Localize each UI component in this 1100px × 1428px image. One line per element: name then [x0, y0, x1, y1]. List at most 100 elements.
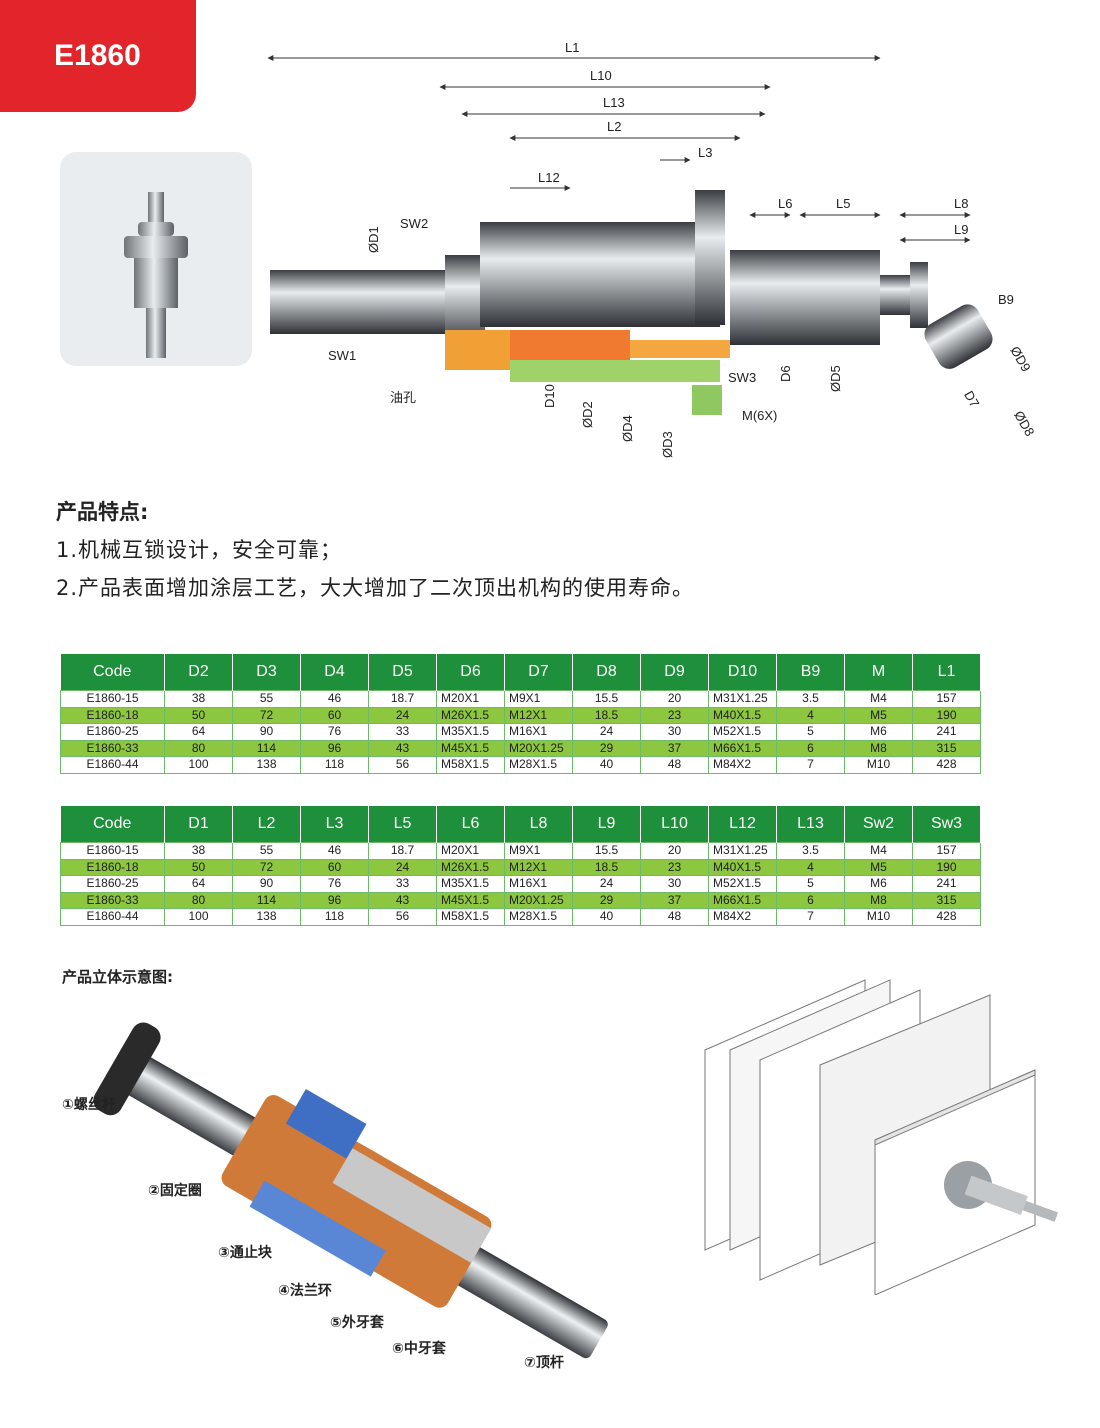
table-cell: 20 [640, 690, 709, 708]
dim-sw2: SW2 [400, 216, 428, 231]
oil-hole-label: 油孔 [390, 390, 416, 405]
table-cell: M31X1.25 [708, 842, 777, 860]
table-cell: 18.7 [368, 690, 437, 708]
dim-l12: L12 [538, 170, 560, 185]
table-cell: M84X2 [708, 756, 777, 774]
table-cell: 23 [640, 858, 709, 876]
table-cell: 118 [300, 756, 369, 774]
spec-table-2: Code D1 L2 L3 L5 L6 L8 L9 L10 L12 L13 Sw… [60, 806, 981, 926]
part-label: ⑦顶杆 [524, 1355, 564, 1371]
table-cell: 15.5 [572, 690, 641, 708]
table-cell: 50 [164, 706, 233, 724]
table-cell: 7 [776, 756, 845, 774]
table-cell: 46 [300, 842, 369, 860]
table-cell: 64 [164, 723, 233, 741]
table-cell: 40 [572, 756, 641, 774]
table-cell: 43 [368, 739, 437, 757]
product-features: 产品特点: 1.机械互锁设计，安全可靠； 2.产品表面增加涂层工艺，大大增加了二… [56, 496, 694, 610]
table-cell: M20X1 [436, 842, 505, 860]
table-cell: 5 [776, 875, 845, 893]
table-cell: 7 [776, 908, 845, 926]
table-cell: 43 [368, 891, 437, 909]
table-cell: 40 [572, 908, 641, 926]
dim-l9: L9 [954, 222, 968, 237]
table-cell: M52X1.5 [708, 875, 777, 893]
col-header: D5 [368, 654, 437, 691]
col-header: L6 [436, 806, 505, 843]
table-cell: 6 [776, 891, 845, 909]
table-cell: M8 [844, 891, 913, 909]
table-cell: 3.5 [776, 690, 845, 708]
table-cell: 138 [232, 756, 301, 774]
table-cell: 56 [368, 756, 437, 774]
table-cell: M58X1.5 [436, 756, 505, 774]
table-cell: M20X1.25 [504, 891, 573, 909]
part-label: ①螺丝杆 [62, 1097, 116, 1113]
table-cell: 76 [300, 875, 369, 893]
table-cell: 64 [164, 875, 233, 893]
table-cell: 24 [572, 875, 641, 893]
table-cell: M35X1.5 [436, 875, 505, 893]
table-cell: 37 [640, 891, 709, 909]
table-cell: M28X1.5 [504, 908, 573, 926]
table-cell: 241 [912, 723, 981, 741]
table-cell: M8 [844, 739, 913, 757]
table-cell: M40X1.5 [708, 706, 777, 724]
table-cell: M9X1 [504, 842, 573, 860]
feature-item: 1.机械互锁设计，安全可靠； [56, 538, 343, 562]
table-cell: 96 [300, 739, 369, 757]
dim-sw1: SW1 [328, 348, 356, 363]
col-header: D9 [640, 654, 709, 691]
features-title: 产品特点: [56, 500, 149, 524]
dim-d7: D7 [961, 388, 982, 410]
col-header: L10 [640, 806, 709, 843]
table-cell: 29 [572, 891, 641, 909]
thread-m6x: M(6X) [742, 408, 777, 423]
row-code-cell: E1860-33 [60, 739, 165, 757]
dim-d3: ØD3 [660, 431, 675, 458]
table-cell: 18.7 [368, 842, 437, 860]
table-cell: M5 [844, 706, 913, 724]
table-cell: 60 [300, 858, 369, 876]
table-cell: M35X1.5 [436, 723, 505, 741]
table-cell: 6 [776, 739, 845, 757]
table-cell: M40X1.5 [708, 858, 777, 876]
table-cell: 5 [776, 723, 845, 741]
table-cell: 23 [640, 706, 709, 724]
table-cell: 37 [640, 739, 709, 757]
table-cell: 24 [572, 723, 641, 741]
col-header: Code [60, 806, 165, 843]
table-cell: 241 [912, 875, 981, 893]
table-cell: M12X1 [504, 858, 573, 876]
table-cell: 4 [776, 706, 845, 724]
col-header: D1 [164, 806, 233, 843]
table-cell: 4 [776, 858, 845, 876]
table-cell: 15.5 [572, 842, 641, 860]
table-cell: 56 [368, 908, 437, 926]
table-cell: M28X1.5 [504, 756, 573, 774]
col-header: B9 [776, 654, 845, 691]
col-header: D4 [300, 654, 369, 691]
dim-d2: ØD2 [580, 401, 595, 428]
table-cell: 428 [912, 756, 981, 774]
table-cell: M84X2 [708, 908, 777, 926]
table-cell: 48 [640, 756, 709, 774]
table-cell: M20X1 [436, 690, 505, 708]
spec-table-1: Code D2 D3 D4 D5 D6 D7 D8 D9 D10 B9 M L1… [60, 654, 981, 774]
assembly-illustration [93, 1022, 608, 1359]
table-cell: 76 [300, 723, 369, 741]
dim-l2: L2 [607, 119, 621, 134]
table-cell: 138 [232, 908, 301, 926]
table-cell: M26X1.5 [436, 706, 505, 724]
table-cell: 100 [164, 908, 233, 926]
col-header: D8 [572, 654, 641, 691]
product-code-tab: E1860 [0, 0, 196, 112]
dim-d10: D10 [542, 384, 557, 408]
table-cell: M12X1 [504, 706, 573, 724]
